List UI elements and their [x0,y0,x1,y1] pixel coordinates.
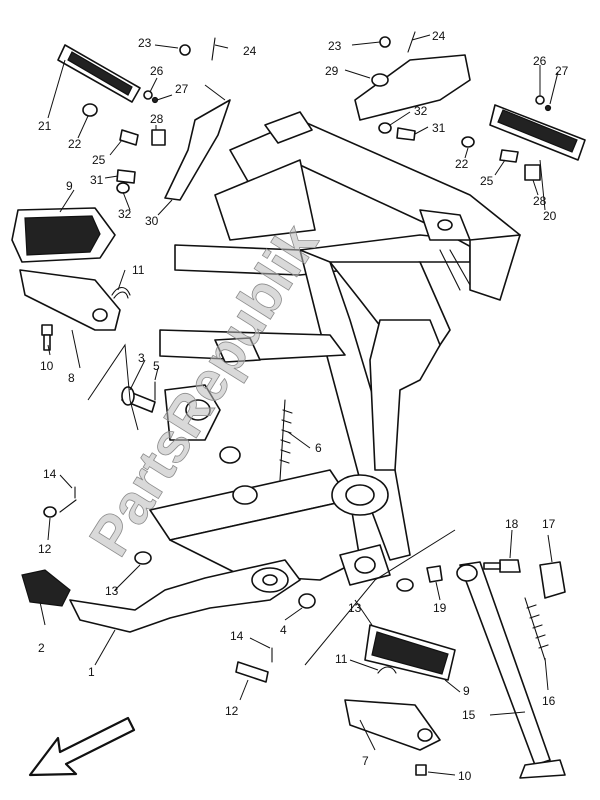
right-washer-22 [461,136,475,148]
callout-18: 18 [505,517,519,531]
callout-8: 8 [68,371,75,385]
callout-14-lower: 14 [230,629,244,643]
sidestand [456,561,566,779]
stand-bolt-18 [483,559,521,573]
tension-spring [279,399,293,481]
left-spring-27 [151,96,159,104]
callout-23-left: 23 [138,36,152,50]
clip-left [43,506,57,518]
motorcycle-frame [149,111,521,586]
callout-10-upper: 10 [40,359,54,373]
right-footrest-bolt [415,764,427,776]
callout-12-lower: 12 [225,704,239,718]
right-pin-23 [379,36,391,48]
left-footrest-bracket [19,269,121,331]
left-passenger-bracket-30 [164,99,231,201]
callout-11-lower: 11 [335,652,348,666]
callout-27-left: 27 [175,82,189,96]
leader-lines [39,34,559,776]
right-spring-27 [544,104,552,112]
right-footrest-bracket [344,699,441,751]
callout-10-lower: 10 [458,769,472,783]
callout-14-upper: 14 [43,467,57,481]
right-ball-26 [535,95,545,105]
callout-26-left: 26 [150,64,164,78]
right-footrest-spring [377,666,397,674]
callout-3: 3 [138,351,145,365]
left-cotter-24 [211,37,216,61]
left-ball-26 [143,90,153,100]
callout-32-right: 32 [414,104,428,118]
callout-13-left: 13 [105,584,119,598]
right-shaft-25 [499,149,519,163]
callout-24-left: 24 [243,44,257,58]
callout-15: 15 [462,708,476,722]
front-direction-arrow-icon [28,716,136,777]
callout-12-upper: 12 [38,542,52,556]
callout-9-upper: 9 [66,179,73,193]
callout-22-left: 22 [68,137,82,151]
callout-31-right: 31 [432,121,446,135]
shift-pedal [69,559,301,633]
callout-24-right: 24 [432,29,446,43]
callout-26-right: 26 [533,54,547,68]
callout-19: 19 [433,601,447,615]
callout-7: 7 [362,754,369,768]
callout-6: 6 [315,441,322,455]
left-plate-28 [151,129,166,146]
callout-21: 21 [38,119,52,133]
callout-27-right: 27 [555,64,569,78]
right-washer-32 [378,122,392,134]
callout-labels: 23 24 26 27 21 22 28 25 31 32 30 23 24 2… [38,29,569,783]
right-cotter-24 [407,31,416,53]
callout-9-lower: 9 [463,684,470,698]
callout-28-left: 28 [150,112,164,126]
left-footrest-bolt [41,324,53,351]
callout-28-right: 28 [533,194,547,208]
callout-4: 4 [280,623,287,637]
callout-29: 29 [325,64,339,78]
rear-washer-left [134,551,152,565]
callout-25-left: 25 [92,153,106,167]
pedal-washer-4 [298,593,316,609]
left-washer-32 [116,182,130,194]
right-footrest-rubber [364,624,456,681]
clevis-pin-left [59,486,77,513]
left-pin-23 [179,44,191,56]
left-passenger-shaft-25 [119,129,139,146]
left-footrest-rubber [11,207,116,263]
rear-washer-right [396,578,414,592]
callout-11-upper: 11 [132,263,145,277]
callout-22-right: 22 [455,157,469,171]
left-passenger-footrest [57,44,141,103]
clip-lower [235,661,269,683]
callout-17: 17 [542,517,556,531]
shift-pedal-rubber [21,569,71,607]
callout-1: 1 [88,665,95,679]
callout-25-right: 25 [480,174,494,188]
brake-pivot-shaft [121,386,156,413]
right-passenger-footrest-20 [489,104,586,161]
callout-32-left: 32 [118,207,132,221]
stand-nut-19 [426,565,443,583]
callout-5: 5 [153,359,160,373]
callout-23-right: 23 [328,39,342,53]
right-plate-28 [524,164,541,181]
stand-spring [524,597,549,661]
left-passenger-washer-22 [82,103,98,117]
callout-30: 30 [145,214,159,228]
right-bolt-31 [396,127,416,141]
callout-2: 2 [38,641,45,655]
right-passenger-bracket-29 [354,54,471,121]
callout-16: 16 [542,694,556,708]
callout-13-right: 13 [348,601,362,615]
stand-bracket-17 [539,561,566,599]
left-bolt-31 [116,169,136,184]
callout-31-left: 31 [90,173,104,187]
left-footrest-spring [111,286,131,299]
callout-20: 20 [543,209,557,223]
